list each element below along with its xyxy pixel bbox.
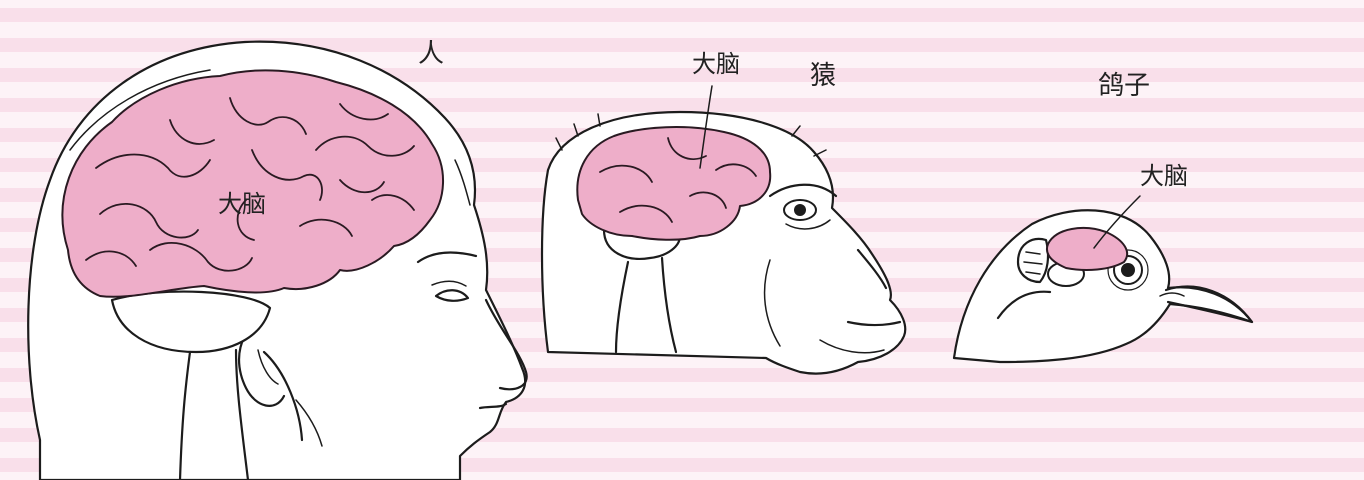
pigeon-name-label: 鸽子 — [1098, 71, 1150, 101]
pigeon-brain-label: 大脑 — [1140, 162, 1188, 190]
background-stripe — [0, 8, 1364, 22]
monkey-brain-label: 大脑 — [692, 50, 740, 78]
human-brain-label: 大脑 — [218, 190, 266, 218]
pigeon-cerebellum — [1018, 239, 1048, 282]
monkey-name-label: 猿 — [810, 61, 836, 91]
human-name-label: 人 — [418, 39, 444, 69]
